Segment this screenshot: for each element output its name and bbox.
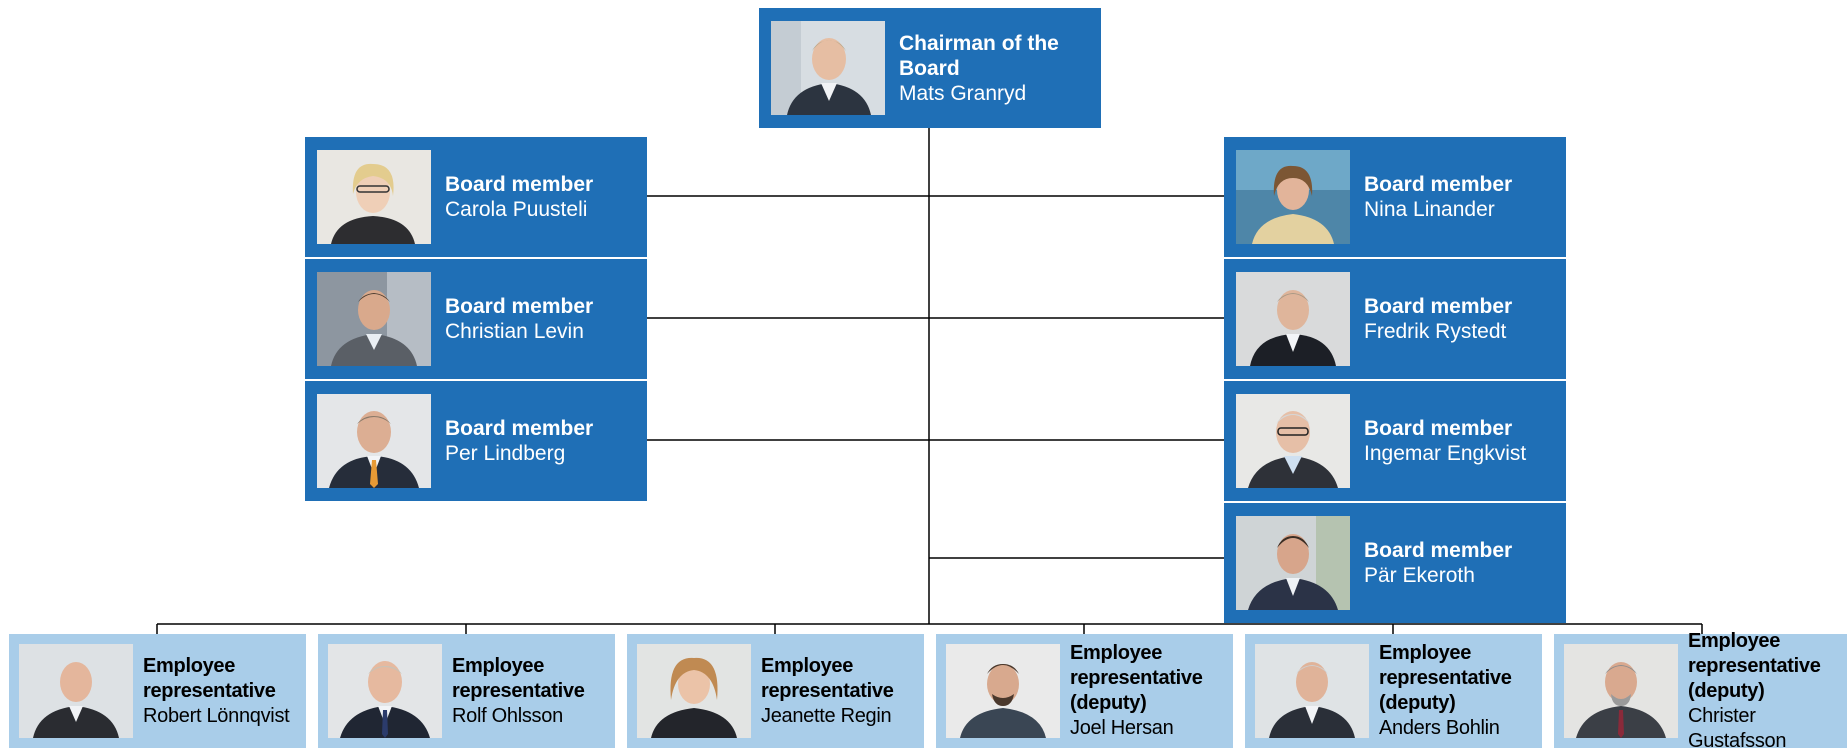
board-member-name: Pär Ekeroth — [1364, 564, 1475, 587]
board-member-photo — [1236, 272, 1350, 366]
employee-rep-name: Anders Bohlin — [1379, 717, 1500, 739]
board-member-role: Board member — [1364, 539, 1513, 562]
employee-rep-photo — [637, 644, 751, 738]
chairman-box: Chairman of the Board Mats Granryd — [759, 8, 1101, 128]
board-member-photo — [317, 394, 431, 488]
board-member-photo — [1236, 516, 1350, 610]
employee-rep-box: Employee representative Robert Lönnqvist — [9, 634, 306, 748]
board-member-photo — [317, 150, 431, 244]
employee-rep-name: Rolf Ohlsson — [452, 704, 563, 727]
board-member-role: Board member — [1364, 295, 1513, 318]
chairman-photo — [771, 21, 885, 115]
employee-rep-role: Employee representative (deputy) — [1070, 642, 1203, 714]
chairman-role: Chairman of the Board — [899, 31, 1059, 80]
employee-rep-role: Employee representative — [761, 654, 894, 702]
employee-rep-box: Employee representative (deputy) Anders … — [1245, 634, 1542, 748]
employee-rep-role: Employee representative (deputy) — [1688, 629, 1821, 702]
employee-rep-role: Employee representative (deputy) — [1379, 642, 1512, 714]
employee-rep-role: Employee representative — [143, 654, 276, 702]
employee-rep-box: Employee representative (deputy) Christe… — [1554, 630, 1847, 752]
board-member-role: Board member — [1364, 417, 1513, 440]
employee-rep-name: Jeanette Regin — [761, 704, 892, 727]
chairman-name: Mats Granryd — [899, 81, 1027, 105]
board-member-box: Board member Fredrik Rystedt — [1224, 259, 1566, 379]
board-member-name: Nina Linander — [1364, 198, 1495, 221]
board-member-box: Board member Per Lindberg — [305, 381, 647, 501]
board-member-photo — [317, 272, 431, 366]
board-member-box: Board member Christian Levin — [305, 259, 647, 379]
employee-rep-name: Christer Gustafsson — [1688, 704, 1787, 752]
board-member-box: Board member Carola Puusteli — [305, 137, 647, 257]
employee-rep-name: Robert Lönnqvist — [143, 704, 290, 727]
board-member-name: Ingemar Engkvist — [1364, 442, 1527, 465]
board-member-name: Per Lindberg — [445, 442, 566, 465]
employee-rep-photo — [1564, 644, 1678, 738]
employee-rep-box: Employee representative (deputy) Joel He… — [936, 634, 1233, 748]
board-member-name: Christian Levin — [445, 320, 584, 343]
employee-rep-photo — [328, 644, 442, 738]
board-member-box: Board member Nina Linander — [1224, 137, 1566, 257]
employee-rep-name: Joel Hersan — [1070, 717, 1174, 739]
board-member-role: Board member — [1364, 173, 1513, 196]
board-member-role: Board member — [445, 295, 594, 318]
board-member-photo — [1236, 150, 1350, 244]
employee-rep-role: Employee representative — [452, 654, 585, 702]
employee-rep-box: Employee representative Rolf Ohlsson — [318, 634, 615, 748]
board-member-photo — [1236, 394, 1350, 488]
board-member-name: Fredrik Rystedt — [1364, 320, 1507, 343]
board-member-role: Board member — [445, 417, 594, 440]
board-member-box: Board member Ingemar Engkvist — [1224, 381, 1566, 501]
employee-rep-photo — [19, 644, 133, 738]
board-member-box: Board member Pär Ekeroth — [1224, 503, 1566, 623]
board-member-role: Board member — [445, 173, 594, 196]
employee-rep-photo — [946, 644, 1060, 738]
employee-rep-photo — [1255, 644, 1369, 738]
employee-rep-box: Employee representative Jeanette Regin — [627, 634, 924, 748]
board-member-name: Carola Puusteli — [445, 198, 588, 221]
